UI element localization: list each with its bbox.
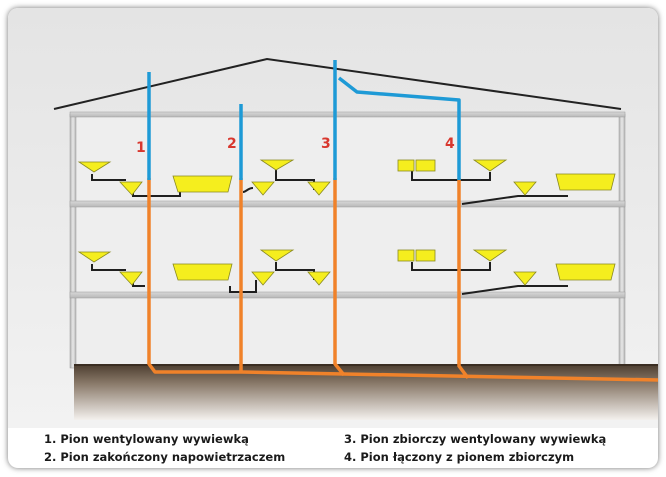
branch-wc-2-upper: [242, 187, 254, 193]
drain-stack-4: [457, 178, 470, 380]
washbasin-1-lower: [77, 251, 112, 263]
bathtub-4-upper: [555, 173, 616, 191]
washbasin-3-upper: [259, 159, 295, 171]
bathtub-1-upper: [172, 175, 233, 193]
wc-4-lower: [513, 271, 537, 286]
collector-drain-pipe: [147, 178, 658, 382]
right-wall: [618, 113, 626, 369]
wc-2-upper: [251, 181, 275, 196]
drain-stack-3: [333, 178, 346, 377]
washing-machine-4b-lower: [415, 249, 436, 262]
vent-pipes: [147, 60, 461, 180]
branch-main-4-upper: [461, 195, 568, 205]
building-drainage-diagram: 1 2 3 4: [8, 8, 658, 428]
branch-bath-2-lower: [229, 280, 257, 293]
stack-number-2: 2: [227, 136, 237, 152]
bathtub-4-lower: [555, 263, 616, 281]
stack-number-3: 3: [321, 136, 331, 152]
left-wall: [69, 113, 77, 369]
branch-main-4-lower: [461, 285, 568, 295]
branch-washer-4-upper: [411, 170, 459, 181]
stack-number-1: 1: [136, 140, 146, 156]
wc-3-upper: [307, 181, 331, 196]
roof-outline: [53, 57, 622, 110]
washbasin-3-lower: [259, 249, 295, 262]
wc-1-upper: [119, 181, 143, 196]
branch-sink-1-lower: [91, 264, 126, 271]
washbasin-1-upper: [77, 161, 112, 173]
floor-slab-2: [69, 200, 626, 208]
wc-1-lower: [119, 271, 143, 286]
branch-connections: [91, 170, 568, 295]
washing-machine-4b-upper: [415, 159, 436, 172]
diagram-frame: 1 2 3 4 1. Pion wentylowany wywiewką 2. …: [8, 8, 658, 468]
wc-4-upper: [513, 181, 537, 196]
branch-washer-4-lower: [411, 262, 459, 271]
legend: 1. Pion wentylowany wywiewką 2. Pion zak…: [8, 428, 658, 468]
branch-sink-4-lower: [459, 262, 491, 271]
washing-machine-4a-upper: [397, 159, 415, 172]
legend-item-3: 3. Pion zbiorczy wentylowany wywiewką: [344, 432, 607, 446]
branch-sink-1-upper: [91, 174, 126, 181]
building-interior: [74, 116, 621, 366]
drain-pipes: [147, 178, 658, 382]
legend-item-1: 1. Pion wentylowany wywiewką: [44, 432, 249, 446]
stack-number-4: 4: [445, 136, 455, 152]
vent-stack-4-connection: [337, 76, 461, 180]
floor-slab-1: [69, 291, 626, 299]
washbasin-4-lower: [472, 249, 508, 262]
bathtub-2-lower: [172, 263, 233, 281]
wc-3-lower: [307, 271, 331, 286]
branch-sink-4-upper: [459, 172, 491, 181]
washbasin-4-upper: [472, 159, 508, 172]
legend-item-2: 2. Pion zakończony napowietrzaczem: [44, 450, 286, 464]
fixtures: [77, 159, 616, 286]
washing-machine-4a-lower: [397, 249, 415, 262]
legend-item-4: 4. Pion łączony z pionem zbiorczym: [344, 450, 575, 464]
ceiling-slab: [69, 111, 626, 118]
wc-2-lower: [251, 271, 275, 286]
